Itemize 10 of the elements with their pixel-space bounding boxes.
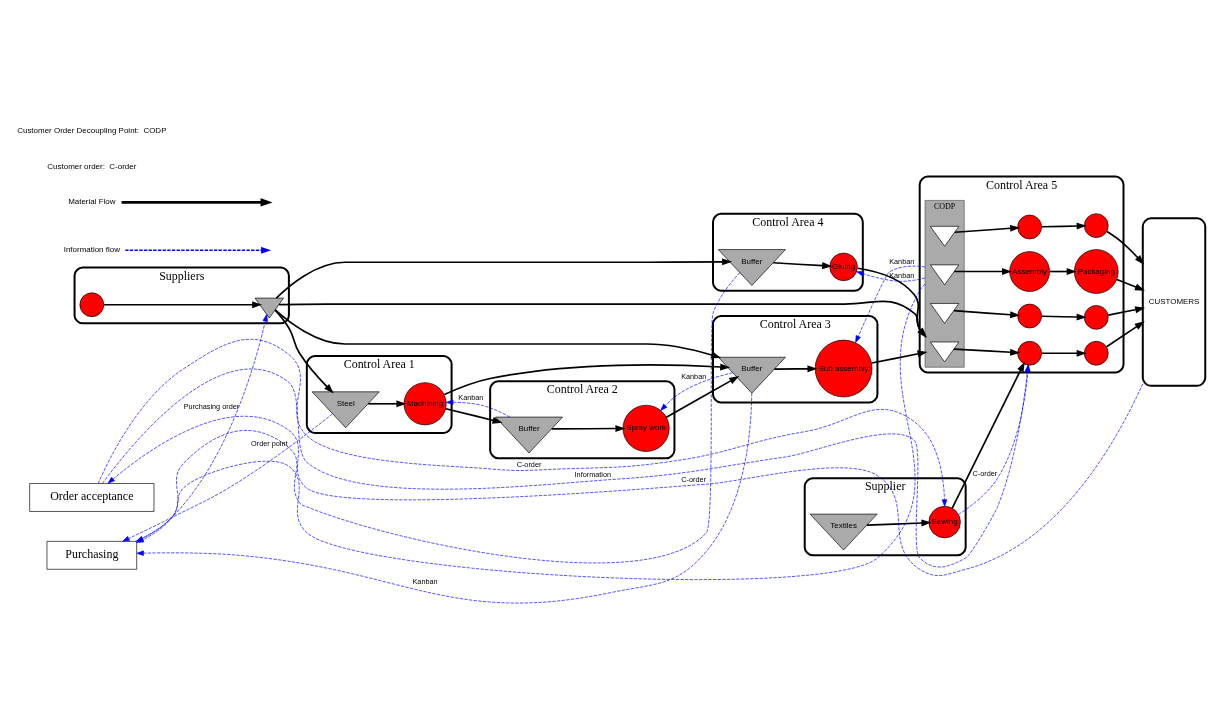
edge-label: Order point bbox=[251, 438, 288, 448]
edge-label: C-order bbox=[972, 469, 998, 479]
edge-label: C-order bbox=[681, 475, 707, 485]
edge-label: Kanban bbox=[412, 577, 438, 587]
edge-label: Kanban bbox=[889, 257, 915, 267]
edge-label: Purchasing order bbox=[183, 401, 240, 411]
edge-label: Kanban bbox=[458, 393, 484, 403]
edge-label: Information bbox=[574, 470, 612, 480]
edge-label: Kanban bbox=[681, 372, 707, 382]
edge-label: C-order bbox=[516, 459, 542, 469]
